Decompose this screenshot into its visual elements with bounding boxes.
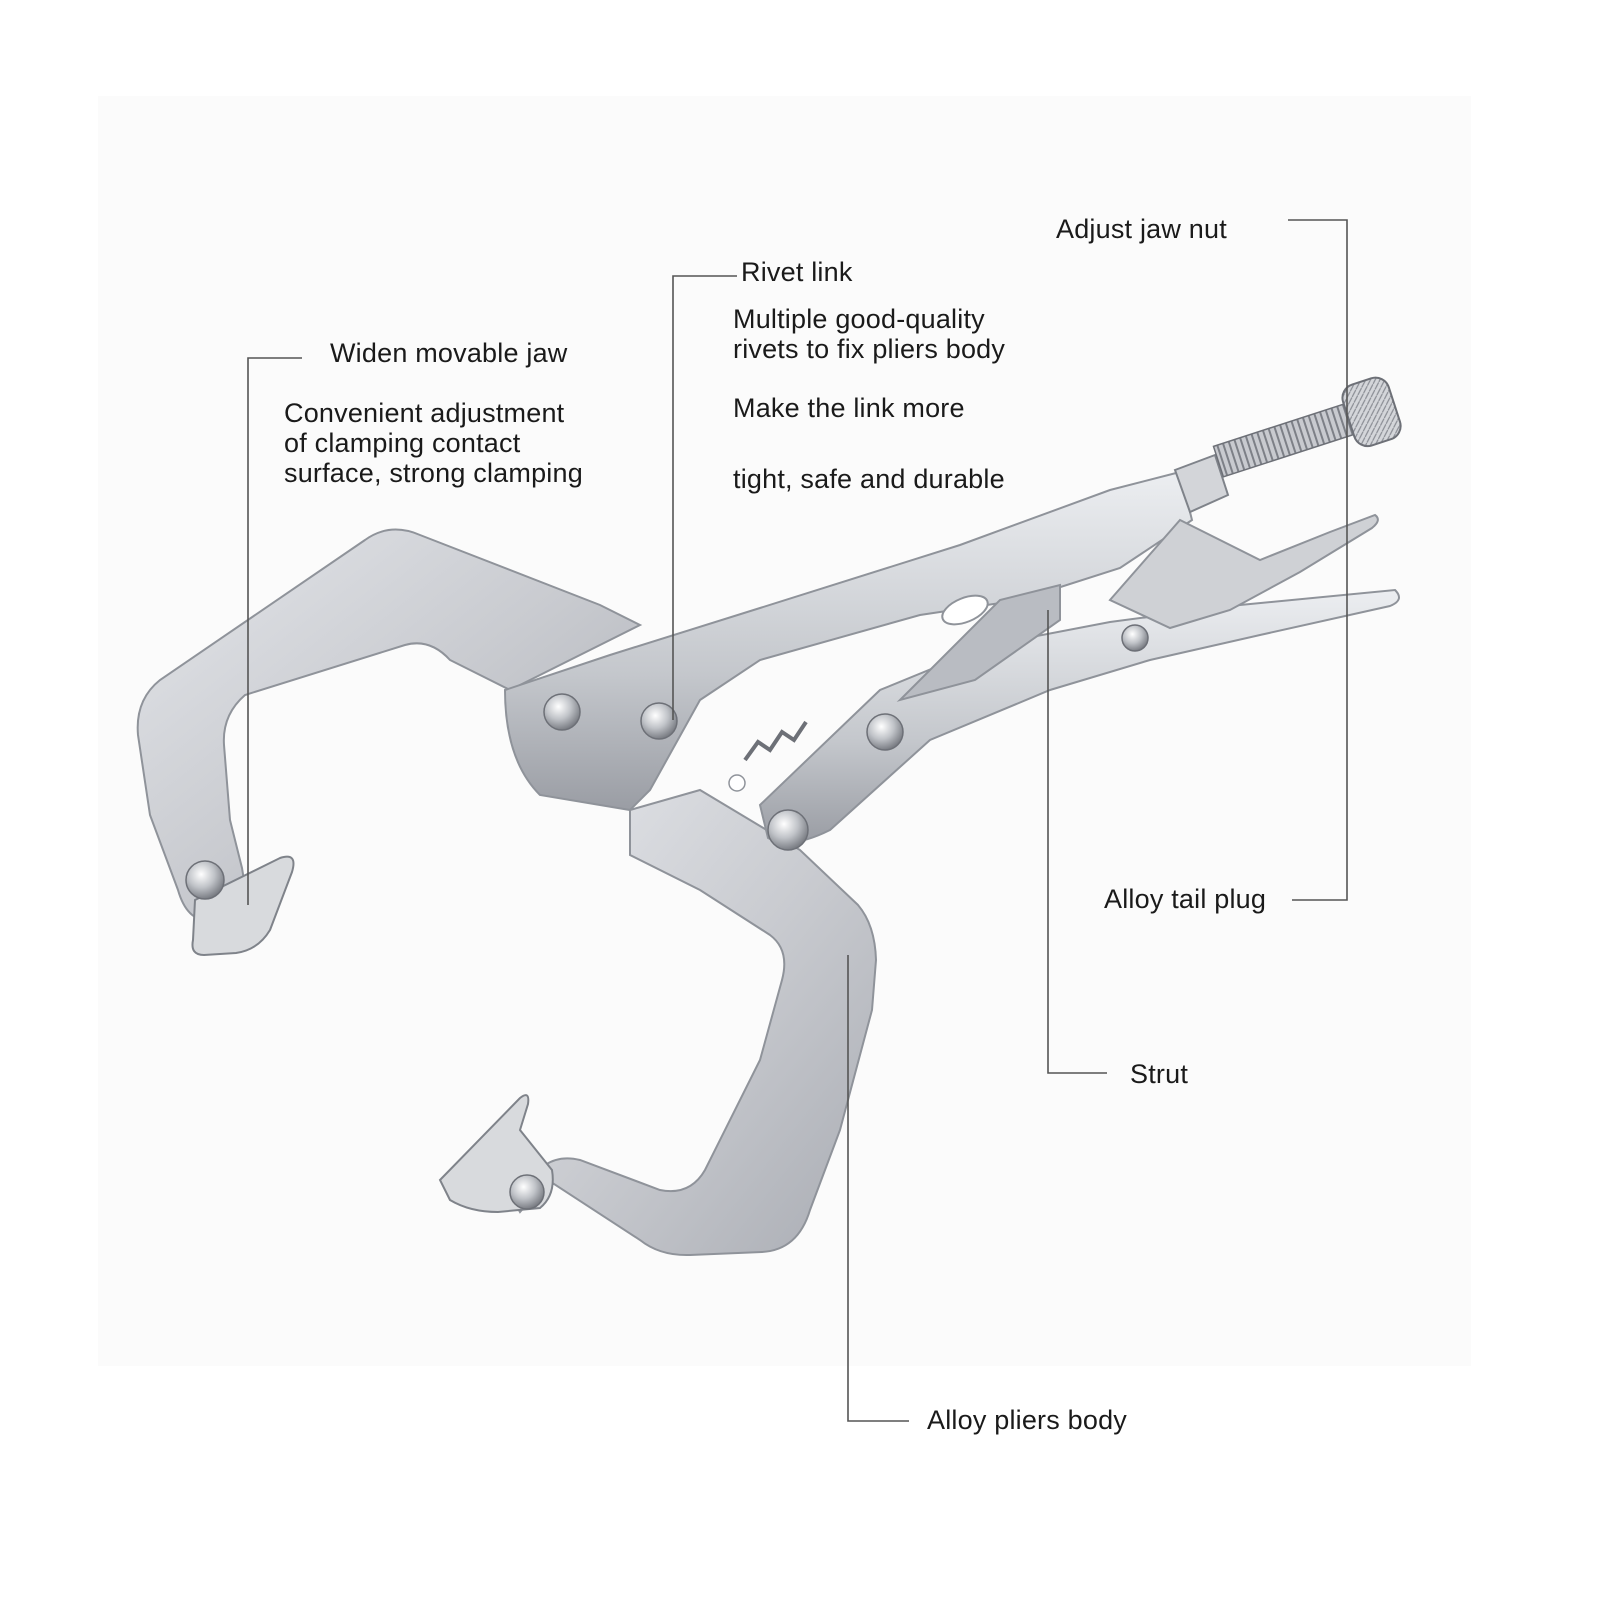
lower-c-jaw (508, 788, 878, 1257)
upper-handle-tail (1108, 513, 1379, 630)
rivet (866, 713, 904, 751)
rivet-link-desc: Multiple good-quality rivets to fix plie… (733, 304, 1006, 364)
leader-alloy-pliers-body (847, 955, 909, 1422)
rivet (543, 693, 581, 731)
leader-widen-movable-jaw (247, 357, 302, 905)
rivet (509, 1174, 545, 1210)
label-adjust-jaw-nut: Adjust jaw nut (1056, 214, 1227, 244)
label-alloy-pliers-body: Alloy pliers body (927, 1405, 1127, 1435)
threaded-rod (1212, 402, 1358, 478)
rivet-link-desc-2: Make the link more (733, 393, 965, 423)
leader-adjust-jaw-nut (1288, 219, 1348, 901)
label-widen-movable-jaw: Widen movable jaw (330, 338, 568, 368)
leader-rivet-link (672, 275, 737, 720)
rivet (185, 860, 225, 900)
rivet (767, 809, 809, 851)
body-hole (941, 594, 989, 626)
rivet (1121, 624, 1149, 652)
upper-swivel-pad (191, 855, 295, 957)
small-hole (728, 774, 746, 792)
label-strut: Strut (1130, 1059, 1189, 1089)
strut (896, 583, 1061, 702)
widen-movable-jaw-desc: Convenient adjustment of clamping contac… (284, 398, 583, 488)
knurled-nut (1341, 376, 1402, 448)
spring (743, 720, 808, 762)
screw-sleeve (1173, 453, 1230, 514)
leader-strut (1047, 610, 1107, 1074)
label-rivet-link: Rivet link (741, 257, 853, 287)
leader-lines (247, 219, 1348, 1422)
rivet-link-desc-3: tight, safe and durable (733, 464, 1005, 494)
rivet (640, 702, 678, 740)
label-alloy-tail-plug: Alloy tail plug (1104, 884, 1267, 914)
